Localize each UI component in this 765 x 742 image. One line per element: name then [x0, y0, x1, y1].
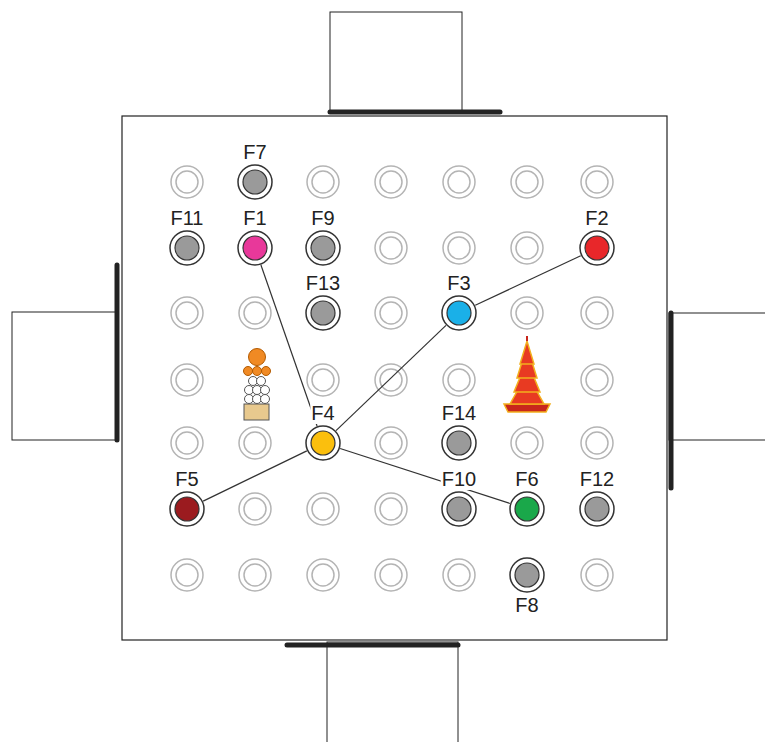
peg-node: F5	[169, 491, 205, 527]
peg-node: F14	[441, 425, 477, 461]
plain-hole	[511, 232, 543, 264]
plain-hole	[443, 559, 475, 591]
right-tab	[669, 313, 765, 440]
peg-label: F11	[170, 207, 205, 229]
plain-hole	[511, 297, 543, 329]
peg-node: F9	[305, 230, 341, 266]
plain-hole	[375, 297, 407, 329]
peg-label: F12	[579, 468, 615, 490]
peg-circle	[441, 491, 477, 527]
peg-label: F10	[441, 468, 477, 490]
plain-hole	[375, 166, 407, 198]
plain-hole	[307, 364, 339, 396]
plain-hole	[443, 364, 475, 396]
peg-circle	[441, 295, 477, 331]
peg-node: F10	[441, 491, 477, 527]
peg-label: F13	[305, 272, 341, 294]
peg-circle	[305, 230, 341, 266]
peg-label: F4	[310, 402, 335, 424]
left-tab	[12, 312, 118, 440]
peg-label: F7	[242, 141, 267, 163]
peg-circle	[579, 491, 615, 527]
peg-node: F12	[579, 491, 615, 527]
plain-hole	[239, 427, 271, 459]
peg-circle	[169, 230, 205, 266]
top-bar	[330, 110, 500, 115]
peg-circle	[305, 425, 341, 461]
peg-label: F5	[174, 468, 199, 490]
ball-stack-figure	[244, 349, 271, 421]
peg-circle	[169, 491, 205, 527]
peg-circle	[579, 230, 615, 266]
peg-node: F4	[305, 425, 341, 461]
plain-hole	[171, 427, 203, 459]
connector-line	[475, 256, 580, 306]
plain-hole	[307, 493, 339, 525]
plain-hole	[239, 493, 271, 525]
plain-hole	[171, 166, 203, 198]
plain-hole	[239, 297, 271, 329]
plain-hole	[375, 364, 407, 396]
plain-hole	[307, 559, 339, 591]
bottom-bar	[287, 643, 458, 648]
plain-hole	[375, 559, 407, 591]
peg-label: F2	[584, 207, 609, 229]
plain-hole	[443, 166, 475, 198]
peg-node: F2	[579, 230, 615, 266]
left-bar	[115, 265, 120, 440]
plain-hole	[307, 166, 339, 198]
peg-circle	[509, 557, 545, 593]
peg-label: F1	[242, 207, 267, 229]
peg-node: F6	[509, 491, 545, 527]
peg-circle	[237, 230, 273, 266]
connector-line	[336, 325, 446, 430]
right-bar	[669, 313, 674, 488]
bottom-tab	[327, 642, 458, 742]
peg-circle	[441, 425, 477, 461]
plain-hole	[239, 559, 271, 591]
plain-hole	[375, 427, 407, 459]
plain-hole	[511, 166, 543, 198]
plain-hole	[581, 297, 613, 329]
plain-hole	[171, 297, 203, 329]
peg-node: F3	[441, 295, 477, 331]
plain-hole	[171, 364, 203, 396]
peg-label: F8	[514, 594, 539, 616]
plain-hole	[443, 232, 475, 264]
peg-node: F7	[237, 164, 273, 200]
plain-holes	[171, 166, 613, 591]
plain-hole	[581, 559, 613, 591]
plain-hole	[171, 559, 203, 591]
peg-node: F11	[169, 230, 205, 266]
peg-node: F13	[305, 295, 341, 331]
board	[122, 116, 667, 640]
plain-hole	[581, 427, 613, 459]
peg-circle	[509, 491, 545, 527]
peg-circle	[305, 295, 341, 331]
plain-hole	[581, 364, 613, 396]
top-tab	[330, 12, 462, 112]
plain-hole	[581, 166, 613, 198]
plain-hole	[375, 493, 407, 525]
peg-label: F6	[514, 468, 539, 490]
plain-hole	[511, 427, 543, 459]
connector-line	[340, 449, 510, 504]
peg-label: F9	[310, 207, 335, 229]
connector-line	[203, 451, 307, 501]
peg-node: F8	[509, 557, 545, 593]
pagoda-figure	[504, 336, 550, 412]
peg-label: F14	[441, 402, 477, 424]
peg-circle	[237, 164, 273, 200]
peg-label: F3	[446, 272, 471, 294]
plain-hole	[375, 232, 407, 264]
peg-node: F1	[237, 230, 273, 266]
